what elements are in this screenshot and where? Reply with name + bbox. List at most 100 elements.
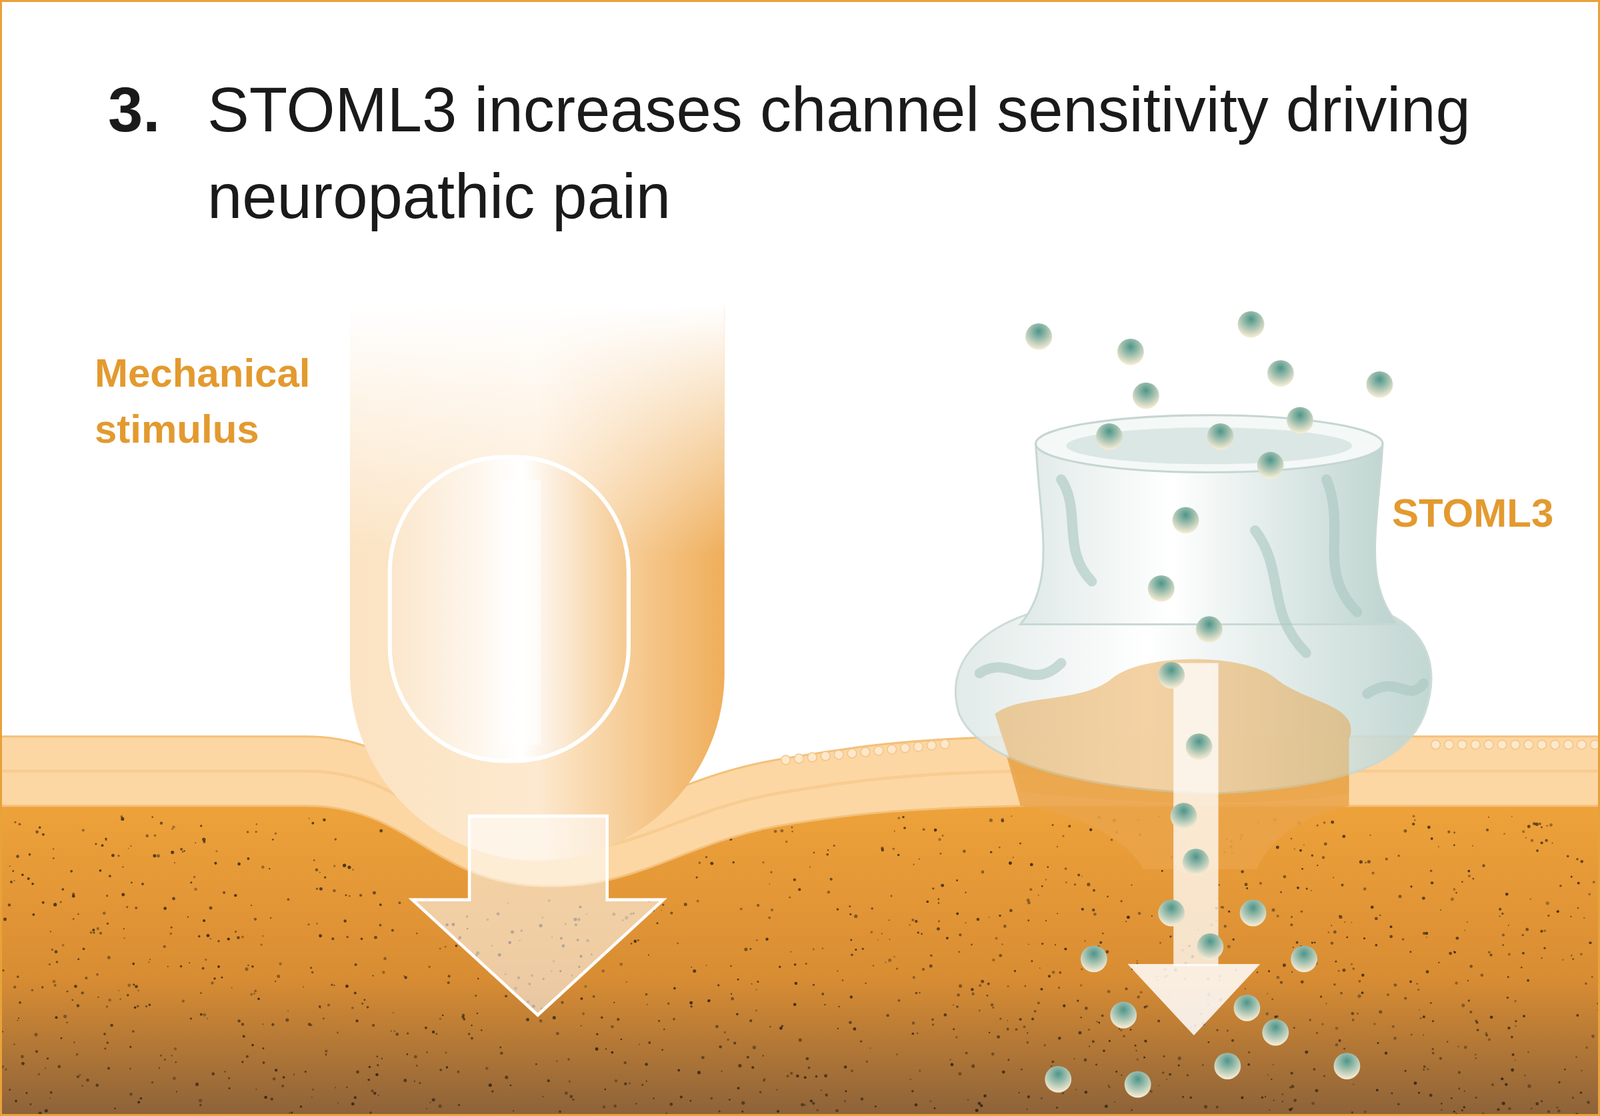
speckle (656, 922, 659, 924)
speckle (1412, 822, 1415, 826)
speckle (1068, 824, 1071, 828)
speckle (195, 1082, 199, 1086)
speckle (3, 917, 7, 921)
speckle (316, 887, 318, 890)
speckle (1166, 1078, 1168, 1080)
speckle (416, 932, 418, 935)
speckle (663, 1028, 665, 1030)
speckle (751, 1066, 754, 1069)
speckle (1505, 892, 1509, 896)
speckle (154, 834, 157, 837)
speckle (1430, 881, 1434, 884)
speckle (171, 1054, 173, 1056)
speckle (1077, 873, 1080, 876)
speckle (81, 1084, 84, 1087)
speckle (217, 965, 220, 968)
speckle (1001, 943, 1003, 945)
speckle (32, 913, 35, 916)
speckle (1202, 1064, 1204, 1066)
speckle (854, 914, 858, 918)
speckle (130, 882, 133, 884)
speckle (1359, 860, 1363, 864)
speckle (251, 965, 254, 968)
speckle (52, 980, 56, 984)
speckle (1316, 824, 1319, 826)
speckle (1580, 1091, 1582, 1094)
speckle (446, 1066, 448, 1068)
lipid-head (1510, 740, 1520, 750)
speckle (129, 1068, 132, 1070)
speckle (253, 992, 255, 994)
speckle (1541, 957, 1543, 959)
speckle (1158, 1084, 1160, 1086)
speckle (998, 954, 1002, 958)
speckle (1503, 832, 1506, 835)
speckle (1101, 1014, 1104, 1017)
speckle (1530, 898, 1532, 900)
speckle (1416, 983, 1418, 985)
speckle (1448, 952, 1452, 956)
speckle (126, 994, 129, 996)
speckle (44, 1109, 48, 1113)
lipid-head (914, 742, 924, 752)
speckle (749, 1019, 752, 1022)
speckle (1261, 1096, 1264, 1100)
speckle (31, 882, 34, 885)
speckle (1422, 1015, 1426, 1018)
speckle (470, 1037, 474, 1040)
speckle (1048, 974, 1051, 978)
speckle (1351, 922, 1353, 924)
speckle (786, 1074, 790, 1078)
speckle (1484, 1032, 1488, 1035)
speckle (824, 1004, 826, 1006)
speckle (937, 898, 940, 900)
speckle (351, 1006, 354, 1010)
speckle (74, 984, 77, 988)
speckle (172, 1076, 176, 1080)
speckle (1403, 829, 1407, 833)
speckle (1270, 1078, 1272, 1080)
speckle (1138, 912, 1142, 916)
speckle (1333, 983, 1336, 986)
speckle (1472, 878, 1475, 880)
speckle (1265, 1012, 1269, 1016)
speckle (1105, 950, 1109, 954)
speckle (916, 1032, 918, 1034)
speckle (1052, 824, 1054, 826)
speckle (175, 1061, 177, 1063)
speckle (1461, 1109, 1464, 1112)
speckle (1469, 1010, 1472, 1014)
speckle (613, 1104, 617, 1108)
speckle (346, 1086, 348, 1089)
speckle (915, 992, 918, 995)
speckle (595, 1047, 599, 1051)
speckle (35, 830, 39, 834)
speckle (1468, 874, 1471, 878)
speckle (958, 1072, 962, 1076)
speckle (1310, 890, 1312, 892)
speckle (964, 892, 966, 894)
speckle (730, 993, 732, 995)
speckle (120, 817, 124, 821)
speckle (958, 984, 962, 988)
speckle (584, 985, 587, 988)
speckle (404, 976, 407, 979)
speckle (18, 822, 22, 826)
lipid-head (834, 750, 844, 760)
speckle (1130, 1028, 1132, 1031)
speckle (1093, 912, 1097, 916)
speckle (108, 874, 112, 878)
speckle (1315, 1088, 1319, 1092)
speckle (1543, 929, 1546, 932)
speckle (696, 876, 698, 879)
speckle (234, 894, 237, 897)
speckle (1556, 910, 1560, 913)
speckle (794, 982, 798, 985)
speckle (351, 1102, 355, 1106)
speckle (646, 1080, 648, 1082)
speckle (580, 1025, 582, 1027)
speckle (172, 897, 176, 901)
speckle (376, 1055, 379, 1058)
speckle (134, 984, 138, 988)
speckle (1570, 916, 1572, 918)
